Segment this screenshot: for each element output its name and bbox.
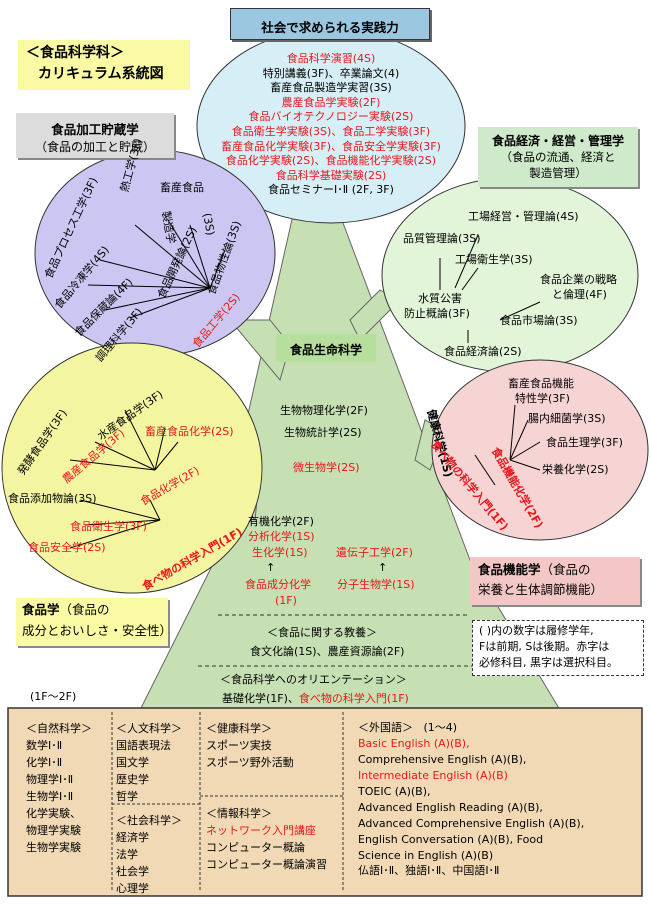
food-circle	[1, 342, 263, 594]
society-course-item: 食品衛生学実験(3S)、食品工学実験(3F)	[231, 124, 431, 138]
legend-note: ( )内の数字は履修学年, Fは前期, Sは後期。赤字は 必修科目, 黒字は選択…	[472, 620, 644, 676]
society-course-item: 食品科学演習(4S)	[286, 52, 376, 65]
func-course-3: 食品生理学(3F)	[546, 436, 623, 449]
life-course-7: 食品成分化学	[245, 578, 311, 591]
life-course-4: 分析化学(1S)	[248, 530, 315, 543]
society-course-item: 特別講義(3F)、卒業論文(4)	[262, 66, 400, 80]
proc-course-1: 畜産食品	[160, 181, 204, 194]
food-course-3: 畜産食品化学(2S)	[145, 425, 234, 438]
econ-course-3: 食品企業の戦略	[540, 273, 617, 286]
economics-label: 食品経済・経営・管理学 （食品の流通、経済と 製造管理）	[478, 127, 638, 187]
processing-arrows	[87, 219, 226, 319]
econ-course-4: と倫理(4F)	[552, 288, 607, 301]
life-course-6: 遺伝子工学(2F)	[336, 546, 413, 559]
food-science-label: 食品学（食品の 成分とおいしさ・安全性）	[16, 598, 172, 646]
functional-arrows	[474, 404, 541, 486]
natural-science-column: ＜自然科学＞ 数学Ⅰ･Ⅱ 化学Ⅰ･Ⅱ 物理学Ⅰ･Ⅱ 生物学Ⅰ･Ⅱ 化学実験、 物…	[26, 722, 92, 855]
society-course-list: 食品科学演習(4S)特別講義(3F)、卒業論文(4)畜産食品製造学実習(3S)農…	[205, 52, 457, 198]
life-course-8: (1F)	[275, 594, 297, 607]
food-course-7: 食品安全学(2S)	[28, 541, 106, 554]
life-course-0: 生物物理化学(2F)	[280, 404, 368, 417]
life-arrow-2: ↑	[378, 561, 388, 574]
econ-course-0: 工場経営・管理論(4S)	[468, 210, 579, 223]
food-arrows	[69, 409, 179, 549]
title-box: ＜食品科学科＞ カリキュラム系統図	[18, 40, 190, 90]
life-course-1: 生物統計学(2S)	[284, 426, 362, 439]
title-line1: ＜食品科学科＞	[26, 45, 124, 61]
society-course-item: 食品セミナーⅠ･Ⅱ (2F, 3F)	[268, 183, 394, 197]
basic-years: (1F～2F)	[30, 690, 77, 703]
society-course-item: 食品科学基礎実験(2S)	[275, 168, 387, 182]
society-header: 社会で求められる実践力	[230, 8, 430, 40]
society-course-item: 食品化学実験(2S)、食品機能化学実験(2S)	[225, 154, 437, 168]
econ-course-8: 食品経済論(2S)	[444, 345, 522, 358]
society-course-item: 畜産食品製造学実習(3S)	[270, 81, 392, 95]
society-course-item: 食品バイオテクノロジー実験(2S)	[248, 110, 414, 124]
economics-arrows	[439, 234, 541, 343]
econ-course-1: 品質管理論(3S)	[403, 232, 481, 245]
health-science-column: ＜健康科学＞ スポーツ実技 スポーツ野外活動	[206, 722, 294, 770]
life-course-5: 生化学(1S)	[252, 546, 308, 559]
info-science-column: ＜情報科学＞ ネットワーク入門講座 コンピューター概論 コンピューター概論演習	[206, 807, 327, 872]
func-course-1: 特性学(3F)	[515, 392, 570, 405]
functional-label: 食品機能学（食品の 栄養と生体調節機能）	[470, 557, 640, 605]
econ-course-2: 工場衛生学(3S)	[455, 253, 533, 266]
processing-label: 食品加工貯蔵学 （食品の加工と貯蔵）	[16, 113, 174, 158]
language-column: ＜外国語＞ (1～4) Basic English (A)(B), Compre…	[358, 721, 585, 878]
orientation-header: ＜食品科学へのオリエンテーション＞	[220, 673, 407, 686]
humanities-column: ＜人文科学＞ 国語表現法 国文学 歴史学 哲学	[116, 722, 182, 804]
title-line2: カリキュラム系統図	[38, 66, 164, 82]
society-course-item: 農産食品学実験(2F)	[281, 95, 381, 109]
econ-course-7: 食品市場論(3S)	[500, 314, 578, 327]
social-science-column: ＜社会科学＞ 経済学 法学 社会学 心理学	[116, 814, 182, 896]
education-text: 食文化論(1S)、農産資源論(2F)	[250, 645, 405, 658]
orientation-line: 基礎化学(1F)、食べ物の科学入門(1F)	[222, 692, 409, 705]
econ-course-6: 防止概論(3F)	[404, 307, 470, 320]
life-course-3: 有機化学(2F)	[248, 515, 314, 528]
functional-circle	[431, 359, 649, 541]
life-course-2: 微生物学(2S)	[293, 461, 360, 474]
func-course-4: 栄養化学(2S)	[542, 463, 609, 476]
func-course-2: 腸内細菌学(3S)	[528, 412, 606, 425]
basic-box	[7, 707, 643, 897]
society-course-item: 畜産食品化学実験(3F)、食品安全学実験(3F)	[221, 139, 441, 153]
life-course-9: 分子生物学(1S)	[337, 578, 415, 591]
food-course-6: 食品衛生学(3F)	[70, 520, 147, 533]
func-course-0: 畜産食品機能	[508, 377, 574, 390]
education-header: ＜食品に関する教養＞	[267, 626, 377, 639]
food-course-5: 食品添加物論(3S)	[8, 492, 97, 505]
life-arrow-1: ↑	[266, 561, 276, 574]
econ-course-5: 水質公害	[418, 292, 462, 305]
life-header: 食品生命科学	[276, 334, 376, 362]
